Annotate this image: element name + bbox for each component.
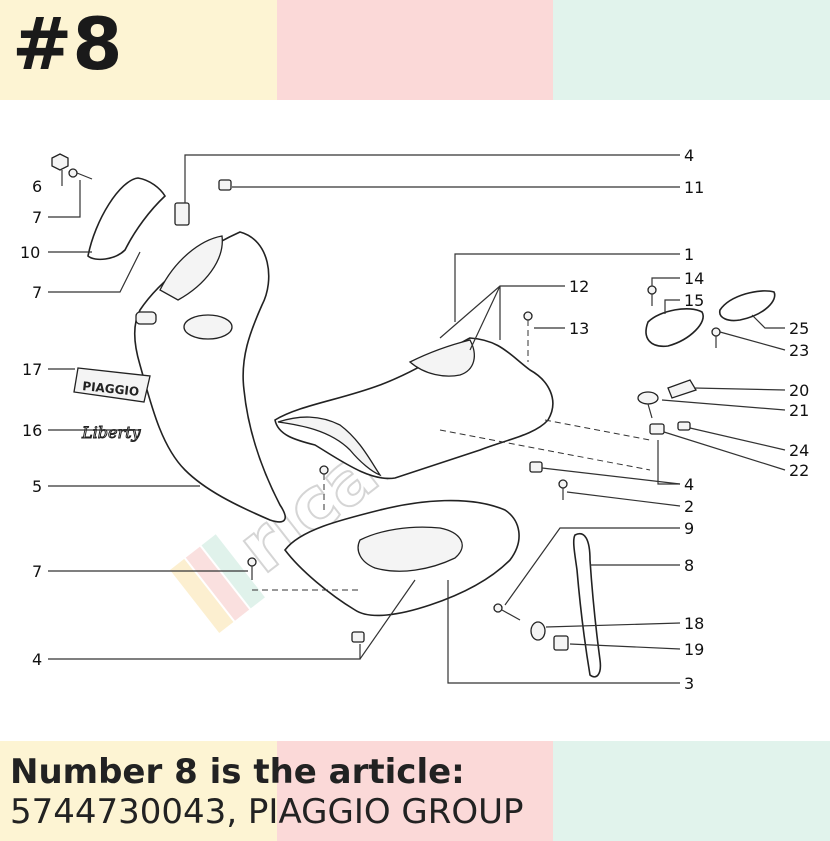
label-24: 24	[789, 441, 809, 460]
label-4-a: 4	[32, 650, 42, 669]
page-number: #8	[12, 2, 123, 86]
header-band-yellow	[0, 0, 277, 100]
side-strip	[572, 533, 602, 678]
liberty-decal: Liberty	[81, 423, 143, 443]
caption-band-green	[553, 741, 830, 841]
label-25: 25	[789, 319, 809, 338]
header-band	[0, 0, 830, 100]
headlight-opening	[159, 235, 223, 301]
front-shield	[133, 231, 286, 523]
label-3: 3	[684, 674, 694, 693]
screw-7-bottom	[247, 557, 257, 580]
caption-band-pink	[276, 741, 554, 841]
label-2: 2	[684, 497, 694, 516]
label-11: 11	[684, 178, 704, 197]
clip-4-top	[174, 202, 190, 226]
label-8: 8	[684, 556, 694, 575]
screw-7-mid	[319, 465, 329, 510]
label-15: 15	[684, 291, 704, 310]
label-5: 5	[32, 477, 42, 496]
pad-25	[718, 290, 776, 322]
horn-grille	[183, 314, 233, 340]
clip-22	[649, 423, 665, 435]
label-13: 13	[569, 319, 589, 338]
label-9: 9	[684, 519, 694, 538]
screw-9	[493, 603, 521, 621]
caption-band-yellow	[0, 741, 277, 841]
label-23: 23	[789, 341, 809, 360]
label-12: 12	[569, 277, 589, 296]
label-20: 20	[789, 381, 809, 400]
label-7-a: 7	[32, 208, 42, 227]
shield-clip	[135, 311, 157, 325]
clip-19	[553, 635, 569, 651]
nut-6	[51, 153, 69, 171]
label-18: 18	[684, 614, 704, 633]
label-19: 19	[684, 640, 704, 659]
liberty-decal-text: Liberty	[81, 423, 142, 442]
clip-4-mid	[529, 461, 543, 473]
cover-15	[645, 308, 704, 347]
bracket-20	[667, 379, 697, 399]
caption-title: Number 8 is the article:	[10, 752, 465, 792]
label-14: 14	[684, 269, 704, 288]
stud-21	[637, 391, 659, 419]
leader-lines	[48, 154, 786, 684]
lower-floor-recess	[357, 526, 463, 572]
caption-subtitle: 5744730043, PIAGGIO GROUP	[10, 792, 524, 832]
footboard-center	[408, 339, 475, 377]
clip-11	[218, 179, 232, 191]
part-labels: 6 7 10 7 17 16 5 7 4 4 11 1 12 13 14 15 …	[20, 146, 809, 693]
clip-4-bottom	[351, 631, 365, 643]
spacer-18	[530, 621, 546, 641]
label-7-c: 7	[32, 562, 42, 581]
header-band-green	[553, 0, 830, 100]
label-16: 16	[22, 421, 42, 440]
clip-24	[677, 421, 691, 431]
screw-14	[647, 285, 657, 306]
parts-diagram: ricambi PIAGGIO Liberty	[20, 146, 809, 693]
screw-2	[558, 479, 568, 500]
screw-7-top	[68, 168, 93, 180]
piaggio-decal: PIAGGIO	[73, 367, 151, 403]
label-4-c: 4	[684, 475, 694, 494]
piaggio-decal-text: PIAGGIO	[82, 379, 140, 399]
label-21: 21	[789, 401, 809, 420]
caption-band	[0, 741, 830, 841]
label-22: 22	[789, 461, 809, 480]
label-17: 17	[22, 360, 42, 379]
front-mudguard	[87, 177, 167, 261]
label-7-b: 7	[32, 283, 42, 302]
label-4-b: 4	[684, 146, 694, 165]
label-6: 6	[32, 177, 42, 196]
label-10: 10	[20, 243, 40, 262]
footboard-tunnel	[277, 416, 382, 477]
screw-13	[523, 311, 533, 362]
screw-23	[711, 327, 721, 348]
label-1: 1	[684, 245, 694, 264]
header-band-pink	[276, 0, 554, 100]
